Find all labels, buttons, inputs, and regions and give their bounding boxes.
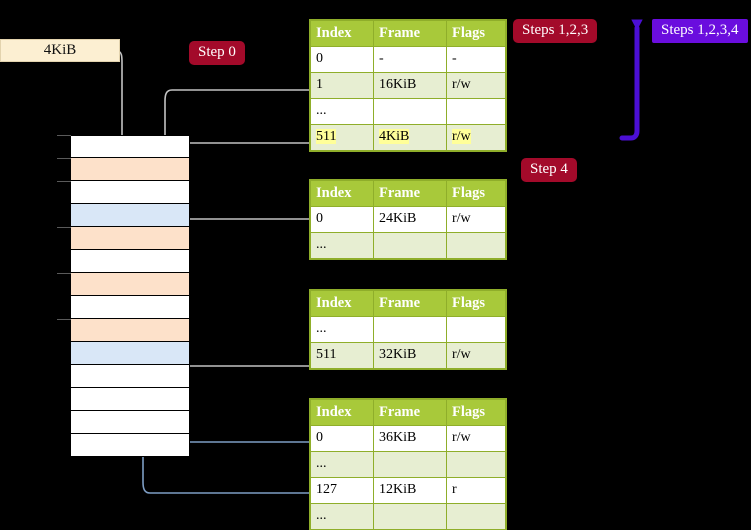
table-cell: 127: [310, 477, 374, 504]
memory-tick: [57, 227, 71, 228]
table-cell: [446, 503, 506, 530]
memory-tick: [57, 319, 71, 320]
steps-123-badge: Steps 1,2,3: [513, 19, 598, 43]
table-cell: 24KiB: [373, 206, 447, 233]
table-row: ...: [310, 98, 506, 125]
table-cell: 0: [310, 46, 374, 73]
step-0-badge: Step 0: [189, 41, 245, 65]
memory-frame-row: [70, 296, 190, 319]
wire-l1-entry0: [178, 218, 310, 272]
highlighted-value: 4KiB: [379, 129, 410, 144]
table-header-flags: Flags: [446, 180, 506, 207]
memory-frame-row: [70, 227, 190, 250]
table-cell: 511: [310, 342, 374, 369]
wire-l3-entry127: [142, 210, 310, 494]
table-header-index: Index: [310, 399, 374, 426]
table-row: ...: [310, 451, 506, 478]
memory-frame-row: [70, 250, 190, 273]
table-cell: 4KiB: [373, 124, 447, 151]
table-cell: [373, 232, 447, 259]
memory-frame-row: [70, 434, 190, 457]
table-header-frame: Frame: [373, 180, 447, 207]
table-cell: -: [446, 46, 506, 73]
table-header-index: Index: [310, 180, 374, 207]
memory-frame-row: [70, 273, 190, 296]
table-cell: [373, 451, 447, 478]
step-4-badge: Step 4: [521, 158, 577, 182]
memory-tick: [57, 273, 71, 274]
table-header-frame: Frame: [373, 20, 447, 47]
table-row: ...: [310, 316, 506, 343]
table-header-flags: Flags: [446, 399, 506, 426]
table-cell: -: [373, 46, 447, 73]
memory-frame-row: [70, 365, 190, 388]
highlighted-value: 511: [316, 129, 337, 144]
memory-tick: [57, 158, 71, 159]
table-cell: [446, 98, 506, 125]
table-header-index: Index: [310, 290, 374, 317]
table-cell: r/w: [446, 124, 506, 151]
table-header-flags: Flags: [446, 20, 506, 47]
physical-memory-column: [70, 135, 190, 457]
table-cell: 0: [310, 206, 374, 233]
table-row: ...: [310, 503, 506, 530]
table-cell: 36KiB: [373, 425, 447, 452]
memory-frame-row: [70, 411, 190, 434]
table-cell: [446, 451, 506, 478]
table-cell: 32KiB: [373, 342, 447, 369]
table-cell: ...: [310, 316, 374, 343]
memory-frame-row: [70, 388, 190, 411]
table-row: 0--: [310, 46, 506, 73]
steps-1234-badge: Steps 1,2,3,4: [652, 19, 748, 43]
table-cell: ...: [310, 232, 374, 259]
table-cell: r/w: [446, 72, 506, 99]
wire-l0-entry511: [172, 142, 310, 156]
memory-frame-row: [70, 342, 190, 365]
memory-tick: [57, 135, 71, 136]
table-cell: 0: [310, 425, 374, 452]
table-row: ...: [310, 232, 506, 259]
wire-l2-entry511: [178, 308, 310, 367]
table-cell: r: [446, 477, 506, 504]
table-cell: [446, 232, 506, 259]
table-cell: ...: [310, 503, 374, 530]
table-cell: [373, 316, 447, 343]
table-cell: r/w: [446, 206, 506, 233]
table-header-index: Index: [310, 20, 374, 47]
table-cell: [373, 503, 447, 530]
table-cell: ...: [310, 451, 374, 478]
memory-tick: [57, 181, 71, 182]
memory-frame-row: [70, 135, 190, 158]
table-cell: r/w: [446, 425, 506, 452]
table-cell: r/w: [446, 342, 506, 369]
memory-frame-row: [70, 319, 190, 342]
highlighted-value: r/w: [452, 129, 471, 144]
memory-frame-row: [70, 204, 190, 227]
table-cell: 16KiB: [373, 72, 447, 99]
memory-frame-row: [70, 181, 190, 204]
wire-l0-entry1: [164, 89, 310, 226]
table-cell: [446, 316, 506, 343]
table-cell: [373, 98, 447, 125]
table-cell: 12KiB: [373, 477, 447, 504]
table-header-flags: Flags: [446, 290, 506, 317]
table-cell: ...: [310, 98, 374, 125]
memory-frame-row: [70, 158, 190, 181]
table-header-frame: Frame: [373, 290, 447, 317]
table-row: 511 4KiB r/w: [310, 124, 506, 151]
table-cell: 1: [310, 72, 374, 99]
table-header-frame: Frame: [373, 399, 447, 426]
wire-steps-bracket: [619, 19, 643, 141]
table-cell: 511: [310, 124, 374, 151]
frame-size-label: 4KiB: [0, 39, 120, 62]
